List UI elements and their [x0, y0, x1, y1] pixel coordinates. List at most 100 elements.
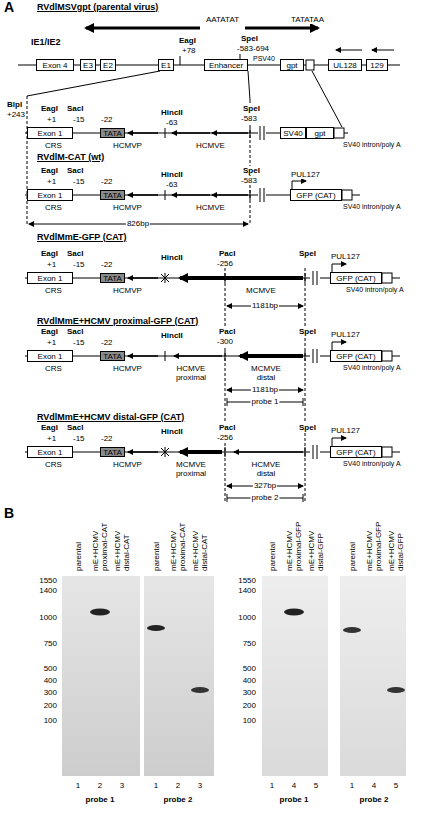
site-label: probe 2: [359, 795, 390, 804]
site-label: BlpI: [6, 100, 23, 109]
box-label: 129: [370, 61, 383, 70]
annotation: 300: [43, 688, 58, 697]
gene-box: E1: [158, 59, 174, 71]
box-label: E1: [161, 61, 171, 70]
annotation: -22: [100, 115, 114, 124]
note-label: PSV40: [252, 55, 276, 63]
annotation: 1: [269, 781, 275, 790]
annotation: -22: [100, 177, 114, 186]
note-label: SV40 intron/poly A: [342, 460, 402, 468]
annotation: -15: [72, 260, 86, 269]
annotation: 300: [242, 688, 257, 697]
annotation: PUL127: [330, 426, 361, 435]
annotation: +78: [181, 46, 197, 55]
annotation: 1000: [237, 613, 257, 622]
annotation: 3: [119, 781, 125, 790]
construct-name: RVdlMmE+HCMV distal-GFP (CAT): [36, 412, 185, 422]
annotation: -63: [165, 118, 179, 127]
annotation: 500: [242, 664, 257, 673]
lane-label: mE+HCMV proximal-CAT: [91, 510, 109, 572]
annotation: 200: [43, 701, 58, 710]
annotation: 1400: [38, 586, 58, 595]
annotation: 500: [43, 664, 58, 673]
annotation: 826bp: [126, 219, 150, 228]
annotation: 1181bp: [251, 385, 279, 394]
construct-name: RVdlM-CAT (wt): [36, 152, 105, 162]
site-label: SacI: [66, 249, 84, 258]
site-label: EagI: [40, 423, 59, 432]
annotation: HCMVE proximal: [170, 364, 212, 382]
annotation: 3: [197, 781, 203, 790]
site-label: EagI: [178, 36, 197, 45]
note-label: SV40 intron/poly A: [342, 364, 402, 372]
lane-label: mE+HCMV proximal-GFP: [365, 510, 383, 572]
lane-label: mE+HCMV distal-GFP: [307, 510, 325, 572]
lane-label: parental: [348, 510, 357, 572]
lane-label: mE+HCMV proximal-GFP: [285, 510, 303, 572]
annotation: +1: [46, 434, 57, 443]
box-label: TATA: [103, 352, 122, 361]
site-label: EagI: [40, 249, 59, 258]
site-label: SacI: [66, 166, 84, 175]
annotation: HCMVP: [112, 460, 143, 469]
site-label: SacI: [66, 104, 84, 113]
annotation: -256: [216, 433, 234, 442]
gene-box: Exon 4: [36, 59, 74, 71]
site-label: SacI: [66, 327, 84, 336]
annotation: 1000: [38, 613, 58, 622]
lane-label: parental: [74, 510, 83, 572]
gene-box: SV40: [280, 127, 306, 139]
annotation: -300: [216, 337, 234, 346]
box-label: TATA: [103, 129, 122, 138]
box-label: gpt: [286, 61, 297, 70]
gene-box: Exon 1: [27, 189, 73, 201]
annotation: AATATAT: [205, 15, 240, 24]
site-label: HincII: [160, 331, 184, 340]
annotation: HCMVE: [195, 203, 226, 212]
construct-name: RVdlMmE+HCMV proximal-GFP (CAT): [36, 316, 199, 326]
construct-name: RVdlMmE-GFP (CAT): [36, 232, 128, 242]
annotation: 1550: [237, 576, 257, 585]
box-label: Exon 1: [38, 448, 63, 457]
box-label: Exon 1: [38, 191, 63, 200]
annotation: 200: [242, 701, 257, 710]
annotation: CRS: [44, 203, 63, 212]
site-label: probe 2: [163, 795, 194, 804]
site-label: SpeI: [242, 104, 261, 113]
annotation: 4: [291, 781, 297, 790]
annotation: 400: [242, 676, 257, 685]
box-label: Exon 1: [38, 274, 63, 283]
gene-box: Exon 1: [27, 127, 73, 139]
box-label: E3: [83, 61, 93, 70]
construct-name: RVdlMSVgpt (parental virus): [36, 2, 159, 12]
annotation: 5: [393, 781, 399, 790]
tata-box: TATA: [100, 128, 125, 138]
box-label: Enhancer: [209, 61, 243, 70]
annotation: HCMVP: [112, 364, 143, 373]
annotation: MCMVE distal: [245, 364, 287, 382]
annotation: -583-694: [236, 44, 270, 53]
annotation: 1181bp: [251, 301, 279, 310]
annotation: -15: [72, 338, 86, 347]
lane-label: parental: [152, 510, 161, 572]
annotation: PUL127: [290, 170, 321, 179]
gene-box: UL128: [328, 59, 362, 71]
gene-box: Exon 1: [27, 350, 73, 362]
gene-box: GFP (CAT): [330, 446, 382, 458]
annotation: PUL127: [330, 252, 361, 261]
annotation: HCMVE: [195, 141, 226, 150]
annotation: CRS: [44, 141, 63, 150]
site-label: SpeI: [242, 166, 261, 175]
site-label: SpeI: [240, 34, 259, 43]
lane-label: mE+HCMV distal-CAT: [113, 510, 131, 572]
lane-label: mE+HCMV distal-CAT: [191, 510, 209, 572]
site-label: SacI: [66, 423, 84, 432]
annotation: -256: [216, 259, 234, 268]
annotation: 327bp: [253, 481, 277, 490]
box-label: GFP (CAT): [336, 274, 375, 283]
box-label: SV40: [283, 129, 303, 138]
site-label: EagI: [40, 104, 59, 113]
annotation: -22: [100, 260, 114, 269]
gene-box: Enhancer: [204, 59, 248, 71]
